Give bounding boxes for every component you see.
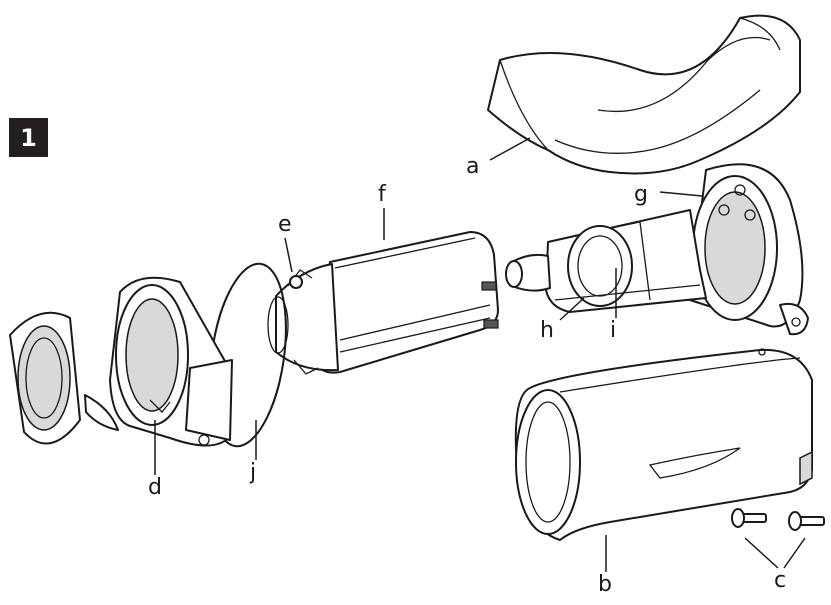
leader-c-left [745, 538, 778, 568]
front-housing-part [85, 278, 232, 446]
screws-part [732, 509, 824, 530]
callout-g: g [634, 184, 648, 206]
callout-j: j [250, 462, 256, 484]
housing-part [516, 349, 812, 540]
callout-e: e [278, 214, 292, 236]
callout-b: b [598, 574, 612, 596]
callout-i: i [610, 320, 616, 342]
figure-number-badge: 1 [9, 118, 48, 157]
leader-e [285, 238, 292, 272]
sun-shield-part [488, 16, 800, 174]
front-bezel-part [10, 313, 80, 444]
callout-h: h [540, 320, 554, 342]
lens-module-part [268, 232, 498, 374]
leader-c-right [784, 538, 805, 568]
callout-f: f [378, 184, 386, 206]
leader-a [490, 138, 530, 160]
callout-d: d [148, 477, 162, 499]
leader-g [660, 192, 702, 196]
callout-c: c [774, 570, 786, 592]
camera-mount-part [506, 164, 808, 334]
callout-a: a [466, 156, 479, 178]
figure-number: 1 [20, 124, 37, 152]
